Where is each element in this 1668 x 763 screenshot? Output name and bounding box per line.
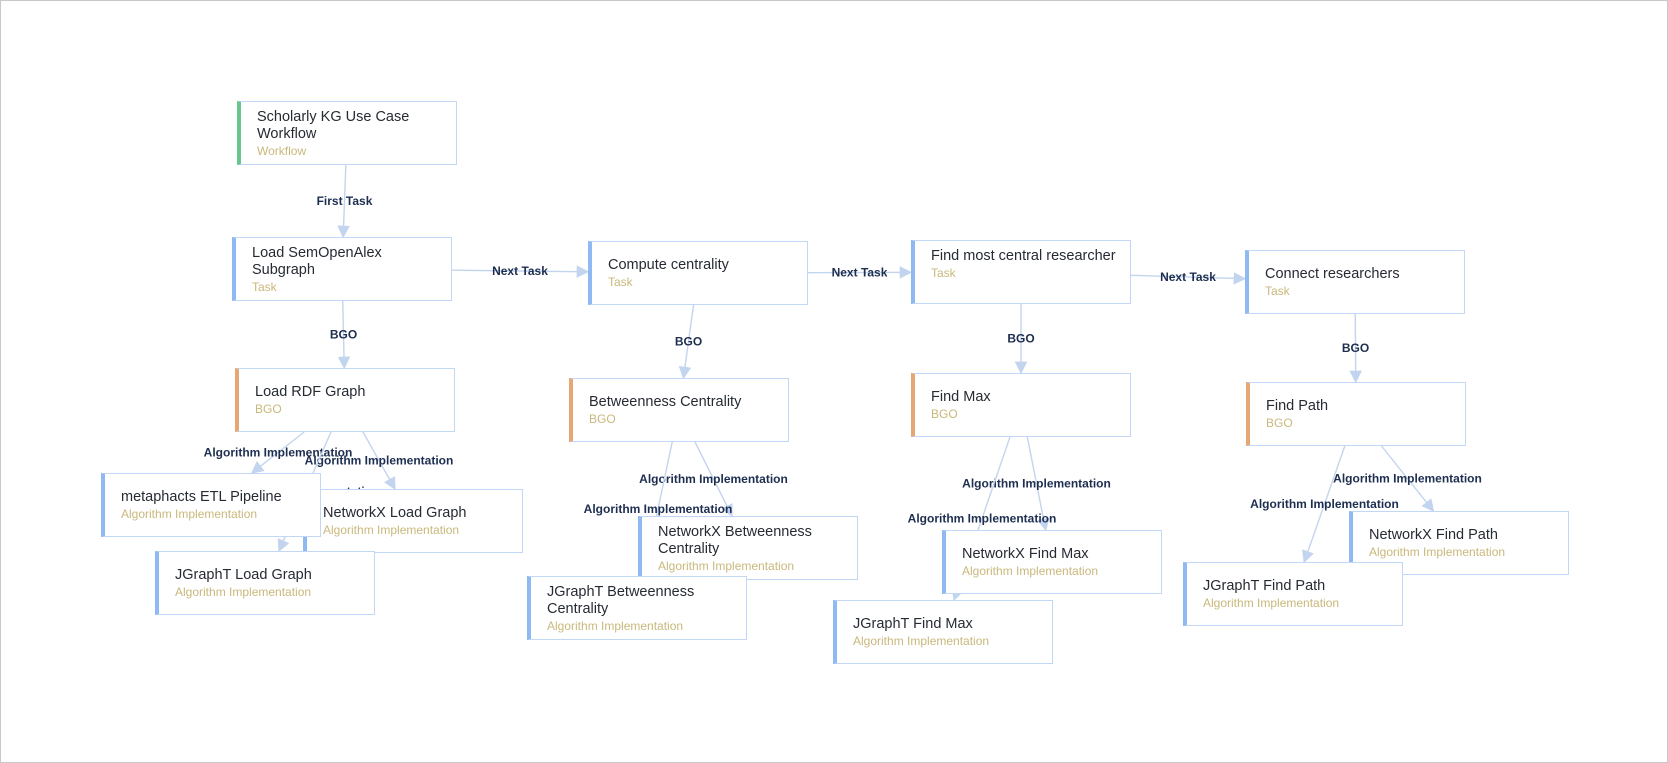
node-workflow-scholarly-kg[interactable]: Scholarly KG Use Case Workflow Workflow [237,101,457,165]
node-bgo-load-rdf-graph[interactable]: Load RDF Graph BGO [235,368,455,432]
node-type: Algorithm Implementation [658,559,795,573]
edge-label: BGO [1007,332,1034,346]
edge-b4-a4b [1301,445,1346,564]
node-title: Load RDF Graph [255,384,366,400]
node-title: Scholarly KG Use Case Workflow [257,109,410,142]
node-type: Algorithm Implementation [121,507,258,521]
node-title: NetworkX Find Path [1369,527,1498,543]
edge-label: BGO [1342,341,1369,355]
node-bgo-find-path[interactable]: Find Path BGO [1246,382,1466,446]
node-impl-jgrapht-find-path[interactable]: JGraphT Find Path Algorithm Implementati… [1183,562,1403,626]
node-title: NetworkX Betweenness Centrality [658,524,812,557]
node-bgo-find-max[interactable]: Find Max BGO [911,373,1131,437]
node-type: Algorithm Implementation [1203,596,1340,610]
node-type: BGO [1266,416,1293,430]
edge-label: BGO [675,335,702,349]
node-task-load-semopenalex[interactable]: Load SemOpenAlex Subgraph Task [232,237,452,301]
edge-label: Next Task [1160,270,1216,284]
node-impl-networkx-betweenness[interactable]: NetworkX Betweenness Centrality Algorith… [638,516,858,580]
node-task-find-most-central[interactable]: Find most central researcher Task [911,240,1131,304]
node-type: BGO [589,412,616,426]
node-title: Find Path [1266,398,1329,414]
node-type: Workflow [257,144,307,158]
node-title: NetworkX Load Graph [323,505,467,521]
node-type: Algorithm Implementation [547,619,684,633]
edge-t2-b2 [678,304,695,380]
node-title: Connect researchers [1265,266,1400,282]
node-type: Task [931,266,956,280]
edge-label: Algorithm Implementation [639,472,788,486]
node-impl-jgrapht-load-graph[interactable]: JGraphT Load Graph Algorithm Implementat… [155,551,375,615]
edge-t3-t4 [1130,272,1247,285]
edge-label: Algorithm Implementation [204,446,353,460]
edge-b1-a1a [250,431,305,474]
edge-b3-a3a [1026,436,1050,532]
node-title: JGraphT Betweenness Centrality [547,584,695,617]
edge-label: Algorithm Implementation [908,512,1057,526]
edge-label: First Task [317,194,373,208]
node-title: JGraphT Load Graph [175,567,312,583]
node-task-compute-centrality[interactable]: Compute centrality Task [588,241,808,305]
node-title: Compute centrality [608,257,729,273]
edge-label: BGO [330,328,357,342]
node-title: NetworkX Find Max [962,546,1089,562]
node-type: BGO [931,407,958,421]
node-title: Betweenness Centrality [589,394,742,410]
edge-label: Algorithm Implementation [305,454,454,468]
edge-label: Algorithm Implementation [584,502,733,516]
edge-b2-a2a [694,441,733,518]
node-title: Find most central researcher [931,248,1116,264]
edge-label: Next Task [832,266,888,280]
edge-label: Next Task [492,264,548,278]
node-task-connect-researchers[interactable]: Connect researchers Task [1245,250,1465,314]
edge-t1-b1 [337,300,351,370]
node-type: Task [252,280,277,294]
node-type: Algorithm Implementation [853,634,990,648]
node-type: BGO [255,402,282,416]
node-type: Algorithm Implementation [323,523,460,537]
node-title: JGraphT Find Max [853,616,973,632]
edge-b4-a4a [1381,445,1435,512]
node-impl-jgrapht-betweenness[interactable]: JGraphT Betweenness Centrality Algorithm… [527,576,747,640]
edge-t1-t2 [451,265,590,278]
node-title: Find Max [931,389,991,405]
node-impl-networkx-load-graph[interactable]: NetworkX Load Graph Algorithm Implementa… [303,489,523,553]
edge-label: Algorithm Implementation [1333,472,1482,486]
node-type: Algorithm Implementation [175,585,312,599]
node-title: Load SemOpenAlex Subgraph [252,245,382,278]
edge-t4-b4 [1349,313,1362,384]
edge-workflow-t1 [337,164,350,239]
node-impl-networkx-find-max[interactable]: NetworkX Find Max Algorithm Implementati… [942,530,1162,594]
edge-label: Algorithm Implementation [1250,497,1399,511]
node-type: Algorithm Implementation [1369,545,1506,559]
node-bgo-betweenness-centrality[interactable]: Betweenness Centrality BGO [569,378,789,442]
node-impl-jgrapht-find-max[interactable]: JGraphT Find Max Algorithm Implementatio… [833,600,1053,664]
node-title: metaphacts ETL Pipeline [121,489,282,505]
node-type: Algorithm Implementation [962,564,1099,578]
node-impl-metaphacts-etl[interactable]: metaphacts ETL Pipeline Algorithm Implem… [101,473,321,537]
node-type: Task [1265,284,1290,298]
node-title: JGraphT Find Path [1203,578,1326,594]
edge-label: Algorithm Implementation [962,477,1111,491]
edge-b1-a1b [362,431,396,491]
node-type: Task [608,275,633,289]
